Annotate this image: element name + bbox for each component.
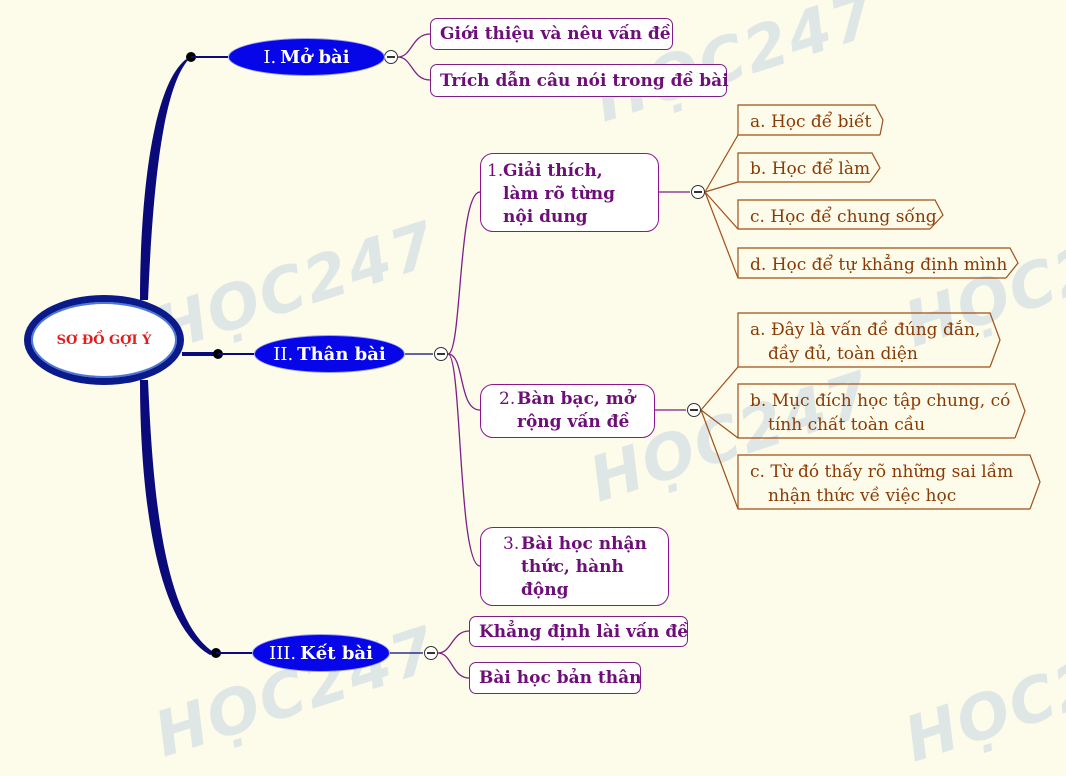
subtopic-number: 1. bbox=[487, 161, 504, 181]
leaf-line: nhận thức về việc học bbox=[768, 486, 957, 506]
leaf-label[interactable]: b. Học để làm bbox=[750, 159, 871, 179]
subtopic-line: nội dung bbox=[503, 207, 588, 227]
root-label: SƠ ĐỒ GỢI Ý bbox=[56, 332, 152, 348]
topic-label: Khẳng định lài vấn đề bbox=[479, 621, 689, 642]
topic-node[interactable]: Trích dẫn câu nói trong đề bài bbox=[430, 64, 729, 97]
branch-mo-bai[interactable]: I. Mở bài bbox=[228, 38, 385, 76]
branch-title: Mở bài bbox=[280, 46, 350, 68]
leaf-line: tính chất toàn cầu bbox=[768, 415, 926, 435]
root-node[interactable]: SƠ ĐỒ GỢI Ý bbox=[24, 295, 184, 385]
leaf-line: c. Từ đó thấy rõ những sai lầm bbox=[750, 462, 1014, 482]
leaf-item[interactable]: a. Đây là vấn đề đúng đắn, đầy đủ, toàn … bbox=[750, 318, 980, 366]
leaf-item[interactable]: b. Mục đích học tập chung, có tính chất … bbox=[750, 389, 1010, 437]
mind-map: HỌC247 HỌC247 HỌC247 HỌC247 HỌC247 HỌC24… bbox=[24, 0, 1066, 776]
leaf-label[interactable]: c. Học để chung sống bbox=[750, 207, 937, 227]
subtopic-line: động bbox=[521, 580, 569, 600]
topic-node[interactable]: Bài học bản thân bbox=[469, 662, 642, 694]
subtopic-node[interactable]: 3. Bài học nhận thức, hành động bbox=[480, 527, 669, 606]
collapse-toggle-icon[interactable] bbox=[424, 646, 438, 660]
branch-ket-bai[interactable]: III. Kết bài bbox=[252, 634, 390, 672]
leaf-line: a. Đây là vấn đề đúng đắn, bbox=[750, 320, 981, 340]
subtopic-line: rộng vấn đề bbox=[517, 412, 630, 432]
branch-title: Thân bài bbox=[297, 343, 386, 365]
branch-title: Kết bài bbox=[300, 642, 373, 664]
topic-node[interactable]: Giới thiệu và nêu vấn đề bbox=[430, 18, 673, 50]
branch-than-bai[interactable]: II. Thân bài bbox=[254, 335, 405, 373]
branch-number: III. bbox=[269, 642, 297, 664]
subtopic-node[interactable]: 2. Bàn bạc, mở rộng vấn đề bbox=[480, 384, 655, 438]
topic-label: Giới thiệu và nêu vấn đề bbox=[440, 24, 671, 44]
topic-node[interactable]: Khẳng định lài vấn đề bbox=[469, 616, 688, 647]
subtopic-number: 2. bbox=[499, 389, 516, 409]
leaf-line: đầy đủ, toàn diện bbox=[768, 344, 918, 364]
leaf-item[interactable]: c. Từ đó thấy rõ những sai lầm nhận thức… bbox=[750, 460, 1013, 508]
branch-number: II. bbox=[273, 343, 294, 365]
topic-label: Trích dẫn câu nói trong đề bài bbox=[440, 70, 729, 91]
collapse-toggle-icon[interactable] bbox=[434, 347, 448, 361]
leaf-line: b. Mục đích học tập chung, có bbox=[750, 391, 1011, 411]
subtopic-node[interactable]: 1. Giải thích, làm rõ từng nội dung bbox=[480, 153, 659, 232]
leaf-outlines bbox=[737, 104, 1041, 510]
leaf-label[interactable]: a. Học để biết bbox=[750, 112, 872, 132]
collapse-toggle-icon[interactable] bbox=[691, 185, 705, 199]
subtopic-line: Giải thích, bbox=[503, 161, 603, 181]
subtopic-line: Bàn bạc, mở bbox=[517, 389, 636, 409]
subtopic-line: thức, hành bbox=[521, 557, 624, 577]
subtopic-line: Bài học nhận bbox=[521, 534, 647, 554]
branch-number: I. bbox=[263, 46, 277, 68]
topic-label: Bài học bản thân bbox=[479, 668, 642, 688]
subtopic-number: 3. bbox=[503, 534, 520, 554]
leaf-label[interactable]: d. Học để tự khẳng định mình bbox=[750, 255, 1008, 275]
collapse-toggle-icon[interactable] bbox=[687, 403, 701, 417]
subtopic-line: làm rõ từng bbox=[503, 184, 616, 204]
